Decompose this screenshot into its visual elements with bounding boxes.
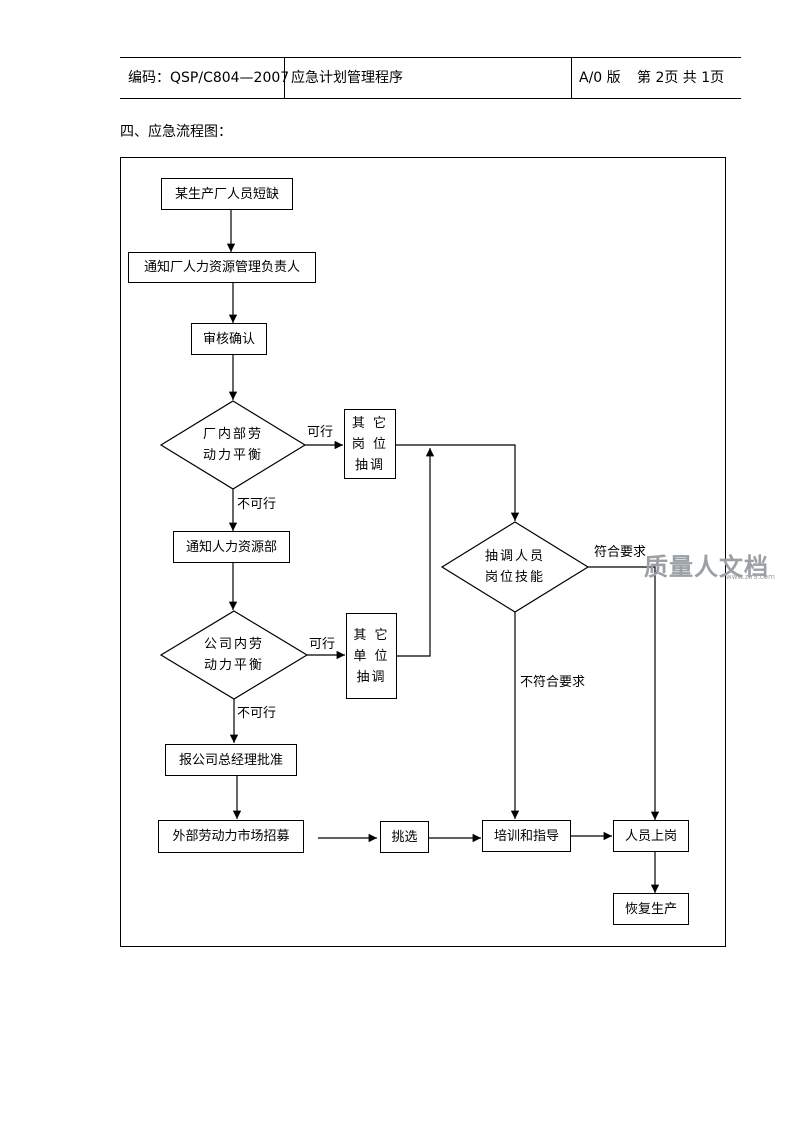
- document-version: A/0 版: [579, 70, 621, 86]
- edge-label-meets-requirement: 符合要求: [594, 545, 647, 561]
- header-divider: [284, 58, 285, 98]
- document-header: 编码：QSP/C804—2007 应急计划管理程序 A/0 版 第 2页 共 1…: [120, 57, 741, 99]
- node-company-balance-label: 公司内劳 动力平衡: [203, 637, 264, 673]
- watermark-logo: 质量人文档: [644, 553, 769, 581]
- page-counter: 第 2页 共 1页: [637, 70, 725, 86]
- edge-label-not-feasible: 不可行: [237, 497, 277, 513]
- edge-label-feasible: 可行: [307, 425, 334, 441]
- node-notify-factory-hr: 通知厂人力资源管理负责人: [128, 252, 316, 283]
- edge-label-not-meet-requirement: 不符合要求: [520, 675, 586, 691]
- node-notify-hr-dept: 通知人力资源部: [173, 531, 290, 563]
- node-gm-approval: 报公司总经理批准: [165, 744, 297, 776]
- document-code: 编码：QSP/C804—2007: [128, 70, 290, 86]
- node-select: 挑选: [380, 821, 429, 853]
- watermark-url: www.zlr9.com: [726, 573, 775, 581]
- node-on-duty: 人员上岗: [613, 820, 689, 852]
- node-external-recruit: 外部劳动力市场招募: [158, 820, 304, 853]
- edge-label-feasible: 可行: [309, 637, 336, 653]
- arrow-other-post-to-skill: [396, 444, 520, 521]
- watermark: 质量人文档 www.zlr9.com: [640, 545, 785, 581]
- arrow-skill-meets-to-on-duty: [588, 566, 660, 820]
- flowchart-frame: [120, 157, 726, 947]
- node-shortage: 某生产厂人员短缺: [161, 178, 293, 210]
- node-transfer-other-post: 其 它 岗 位 抽调: [344, 409, 396, 479]
- node-resume-production: 恢复生产: [613, 893, 689, 925]
- edge-label-not-feasible: 不可行: [237, 706, 277, 722]
- node-training: 培训和指导: [482, 820, 571, 852]
- section-title: 四、应急流程图：: [120, 124, 232, 140]
- node-factory-balance-label: 厂内部劳 动力平衡: [202, 427, 263, 463]
- node-post-skill-label: 抽调人员 岗位技能: [484, 549, 545, 585]
- document-title: 应急计划管理程序: [291, 70, 403, 86]
- node-review: 审核确认: [191, 323, 267, 355]
- node-transfer-other-unit: 其 它 单 位 抽调: [346, 613, 397, 699]
- arrow-other-unit-to-merge: [397, 448, 435, 657]
- header-divider: [571, 58, 572, 98]
